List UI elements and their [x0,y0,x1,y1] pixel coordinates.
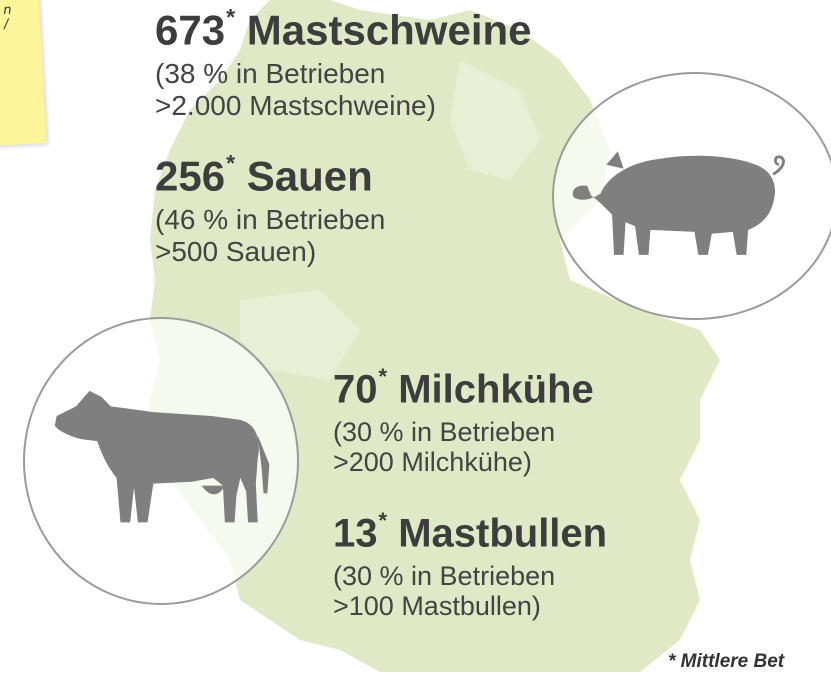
stat-sauen: 256* Sauen (46 % in Betrieben >500 Sauen… [155,150,385,268]
stat-detail-line: (46 % in Betrieben [155,203,386,235]
stat-mastschweine: 673* Mastschweine (38 % in Betrieben >2.… [155,4,532,122]
stat-detail: (30 % in Betrieben >100 Mastbullen) [333,561,607,623]
stat-label: Mastbullen [398,511,608,556]
stat-detail-line: >2.000 Mastschweine) [155,89,436,121]
pig-circle [552,72,831,320]
stat-milchkuehe: 70* Milchkühe (30 % in Betrieben >200 Mi… [333,366,594,478]
stat-number: 673 [155,6,226,54]
stat-heading: 70* Milchkühe [333,366,594,410]
stat-label: Milchkühe [398,367,594,412]
stat-detail: (30 % in Betrieben >200 Milchkühe) [333,417,594,479]
asterisk: * [378,364,388,389]
stat-number: 13 [333,511,378,556]
note-text: n / [2,2,12,33]
stat-detail-line: >200 Milchkühe) [333,447,532,478]
stat-detail-line: (30 % in Betrieben [333,560,556,591]
asterisk: * [226,150,236,176]
stat-detail: (38 % in Betrieben >2.000 Mastschweine) [155,58,532,122]
stat-detail-line: >500 Sauen) [155,235,317,267]
stat-detail-line: (38 % in Betrieben [155,57,386,89]
stat-heading: 673* Mastschweine [155,4,532,54]
stat-heading: 256* Sauen [155,150,385,200]
asterisk: * [378,508,388,533]
stat-mastbullen: 13* Mastbullen (30 % in Betrieben >100 M… [333,510,607,622]
cow-circle [23,317,299,605]
footnote: * Mittlere Bet [668,651,785,672]
stat-number: 256 [155,152,226,200]
stat-detail: (46 % in Betrieben >500 Sauen) [155,204,385,268]
stat-detail-line: >100 Mastbullen) [333,591,541,622]
stat-detail-line: (30 % in Betrieben [333,416,556,447]
pig-icon [572,151,785,255]
sticky-note: n / [0,0,47,147]
stat-heading: 13* Mastbullen [333,510,607,554]
asterisk: * [226,4,236,30]
stat-number: 70 [333,367,378,412]
stat-label: Mastschweine [246,6,532,54]
cow-icon [54,390,270,523]
stat-label: Sauen [246,152,373,200]
